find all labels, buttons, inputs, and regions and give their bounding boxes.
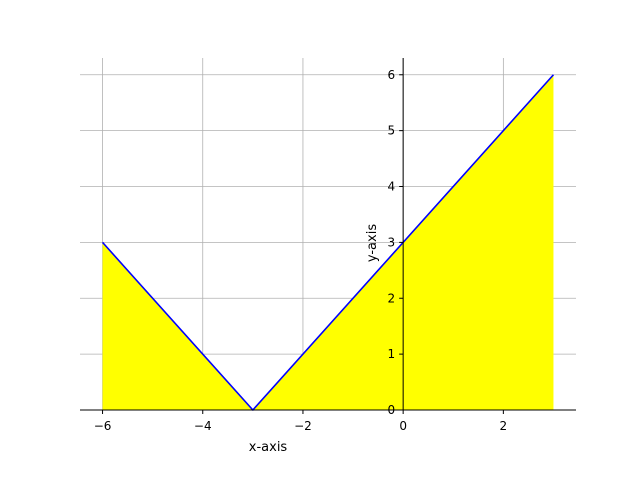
x-tick-label: 0 xyxy=(399,419,407,433)
y-tick-label: 6 xyxy=(388,68,396,82)
x-axis-label: x-axis xyxy=(249,440,288,455)
series-fill-area xyxy=(102,74,554,410)
y-tick-label: 1 xyxy=(388,347,396,361)
y-tick-label: 4 xyxy=(388,180,396,194)
y-tick-label: 5 xyxy=(388,124,396,138)
x-tick-label: −6 xyxy=(94,419,112,433)
y-axis-label: y-axis xyxy=(365,224,380,262)
y-tick-label: 3 xyxy=(388,235,396,249)
axes xyxy=(80,58,576,411)
y-tick-label: 0 xyxy=(388,403,396,417)
x-tick-label: −4 xyxy=(194,419,212,433)
x-tick-label: −2 xyxy=(294,419,312,433)
ticks: −6 −4 −2 0 2 0 1 2 3 4 5 6 xyxy=(94,68,507,433)
x-tick-label: 2 xyxy=(500,419,508,433)
y-tick-label: 2 xyxy=(388,291,396,305)
